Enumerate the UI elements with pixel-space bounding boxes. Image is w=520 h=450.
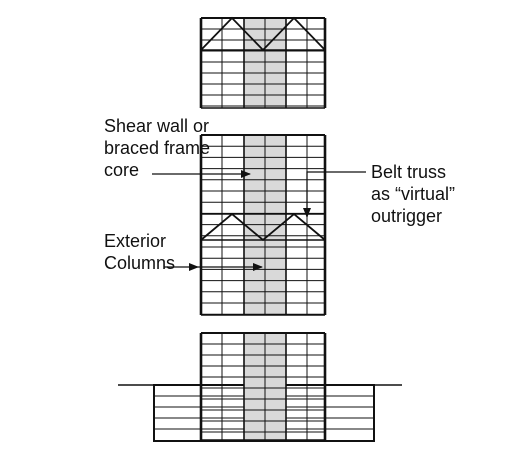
tower-segment-bottom: [199, 332, 327, 441]
exterior-columns-label-line-2: Columns: [104, 253, 175, 273]
belt-truss-label-line-2: as “virtual”: [371, 184, 455, 204]
core-label-line-2: braced frame: [104, 138, 210, 158]
core-label-line-1: Shear wall or: [104, 116, 209, 136]
belt-truss-label: Belt truss as “virtual” outrigger: [371, 162, 460, 226]
belt-truss-arrow: [303, 171, 366, 218]
belt-truss-diagonals: [200, 16, 326, 52]
belt-truss-diagonals: [200, 212, 326, 242]
tower-segment-top: [199, 16, 327, 109]
exterior-columns-label: Exterior Columns: [104, 231, 175, 273]
belt-truss-label-line-1: Belt truss: [371, 162, 446, 182]
tower-segment-middle: [199, 134, 327, 316]
belt-truss-label-line-3: outrigger: [371, 206, 442, 226]
exterior-columns-label-line-1: Exterior: [104, 231, 166, 251]
core-label-line-3: core: [104, 160, 139, 180]
core-label: Shear wall or braced frame core: [104, 116, 215, 180]
